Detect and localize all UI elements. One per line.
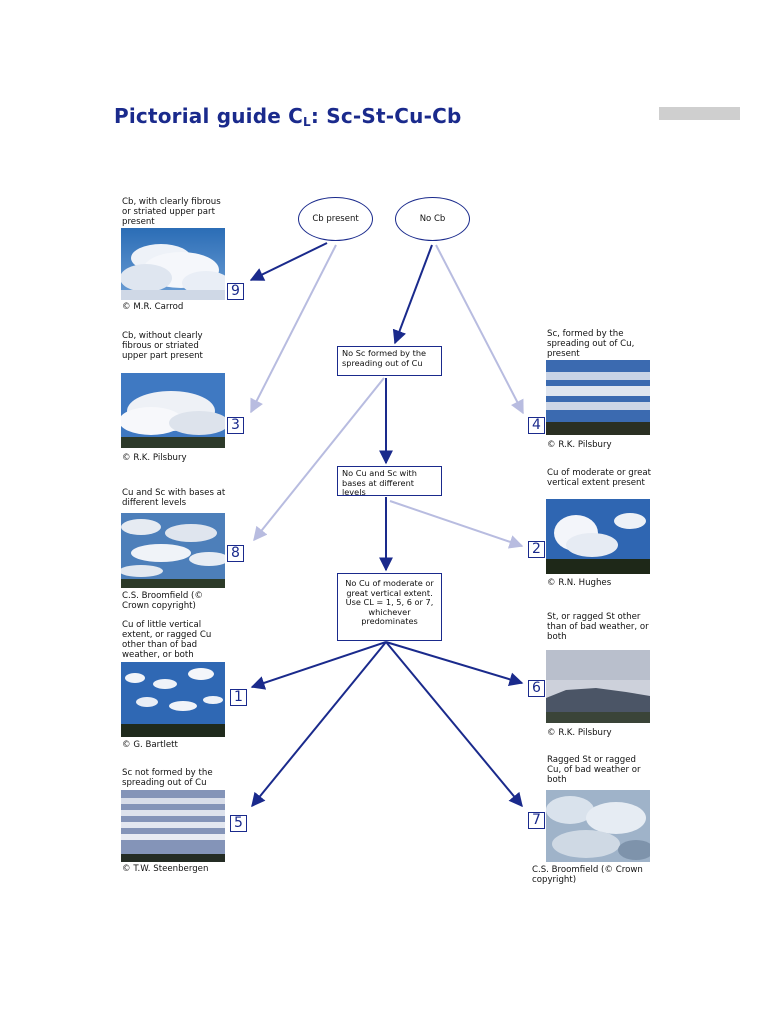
- credit-9: © M.R. Carrod: [122, 302, 184, 312]
- caption-6: St, or ragged St other than of bad weath…: [547, 612, 649, 642]
- number-box-2: 2: [528, 541, 545, 558]
- no-cb-label: No Cb: [419, 214, 446, 224]
- no-cb-oval: No Cb: [395, 197, 470, 241]
- photo-2: [546, 499, 650, 574]
- credit-8: C.S. Broomfield (© Crown copyright): [122, 591, 203, 611]
- photo-5: [121, 790, 225, 862]
- photo-9: [121, 228, 225, 300]
- no-sc-label: No Sc formed by the spreading out of Cu: [342, 348, 427, 368]
- arrow-nocb-to-4: [435, 244, 524, 415]
- number-box-5: 5: [230, 815, 247, 832]
- photo-1: [121, 662, 225, 737]
- credit-2: © R.N. Hughes: [547, 578, 612, 588]
- arrow-to-1: [250, 641, 387, 690]
- arrow-nosc-to-8: [253, 377, 385, 542]
- cb-present-oval: Cb present: [298, 197, 373, 241]
- cb-present-label: Cb present: [312, 214, 359, 224]
- no-sc-node: No Sc formed by the spreading out of Cu: [337, 346, 442, 376]
- credit-3: © R.K. Pilsbury: [122, 453, 187, 463]
- arrow-to-6: [385, 641, 524, 687]
- photo-3: [121, 373, 225, 448]
- number-box-3: 3: [227, 417, 244, 434]
- no-cu-moderate-node: No Cu of moderate or great vertical exte…: [337, 573, 442, 641]
- caption-4: Sc, formed by the spreading out of Cu, p…: [547, 329, 635, 359]
- no-cu-sc-node: No Cu and Sc with bases at different lev…: [337, 466, 442, 497]
- title-rest: : Sc-St-Cu-Cb: [310, 104, 462, 128]
- number-box-4: 4: [528, 417, 545, 434]
- no-cu-sc-label: No Cu and Sc with bases at different lev…: [342, 468, 417, 497]
- credit-5: © T.W. Steenbergen: [122, 864, 209, 874]
- credit-6: © R.K. Pilsbury: [547, 728, 612, 738]
- title-subscript: L: [303, 115, 311, 129]
- arrow-to-7: [385, 641, 523, 808]
- page-title: Pictorial guide CL: Sc-St-Cu-Cb: [114, 104, 462, 129]
- arrow-nocb-to-nosc: [392, 244, 433, 345]
- number-box-6: 6: [528, 680, 545, 697]
- photo-6: [546, 650, 650, 723]
- arrow-cb-to-3: [250, 244, 337, 414]
- number-box-7: 7: [528, 812, 545, 829]
- caption-9: Cb, with clearly fibrous or striated upp…: [122, 197, 221, 227]
- caption-1: Cu of little vertical extent, or ragged …: [122, 620, 212, 660]
- caption-5: Sc not formed by the spreading out of Cu: [122, 768, 213, 788]
- caption-2: Cu of moderate or great vertical extent …: [547, 468, 651, 488]
- photo-7: [546, 790, 650, 862]
- number-box-8: 8: [227, 545, 244, 562]
- credit-1: © G. Bartlett: [122, 740, 178, 750]
- arrow-cb-to-9: [249, 242, 328, 281]
- photo-8: [121, 513, 225, 588]
- caption-3: Cb, without clearly fibrous or striated …: [122, 331, 203, 361]
- title-main: Pictorial guide C: [114, 104, 304, 128]
- photo-4: [546, 360, 650, 435]
- caption-8: Cu and Sc with bases at different levels: [122, 488, 226, 508]
- arrow-to-5: [251, 641, 387, 808]
- credit-7: C.S. Broomfield (© Crown copyright): [532, 865, 643, 885]
- header-tab-bar: [659, 107, 740, 120]
- number-box-1: 1: [230, 689, 247, 706]
- arrow-nocusc-to-2: [389, 500, 524, 549]
- credit-4: © R.K. Pilsbury: [547, 440, 612, 450]
- caption-7: Ragged St or ragged Cu, of bad weather o…: [547, 755, 641, 785]
- no-cu-moderate-label: No Cu of moderate or great vertical exte…: [345, 578, 434, 626]
- number-box-9: 9: [227, 283, 244, 300]
